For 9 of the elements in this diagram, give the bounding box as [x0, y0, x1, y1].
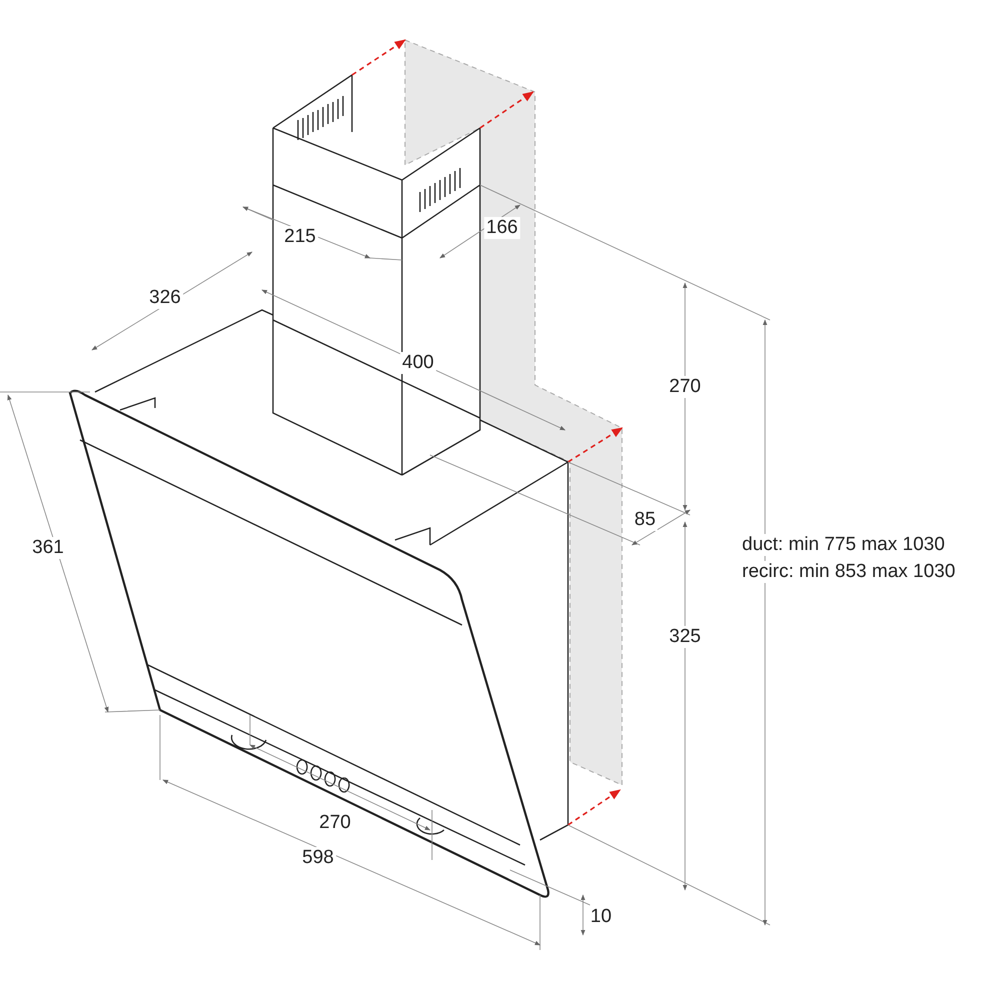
dimension-value: 85	[632, 509, 658, 531]
dimension-value: 325	[667, 626, 703, 648]
dimension-value: 166	[484, 217, 520, 239]
dimension-value: 400	[400, 352, 436, 374]
dimension-value: 361	[30, 537, 66, 559]
dimension-value: 326	[147, 287, 183, 309]
note-text: recirc: min 853 max 1030	[740, 561, 958, 583]
note-text: duct: min 775 max 1030	[740, 534, 947, 556]
dimension-value: 270	[667, 376, 703, 398]
